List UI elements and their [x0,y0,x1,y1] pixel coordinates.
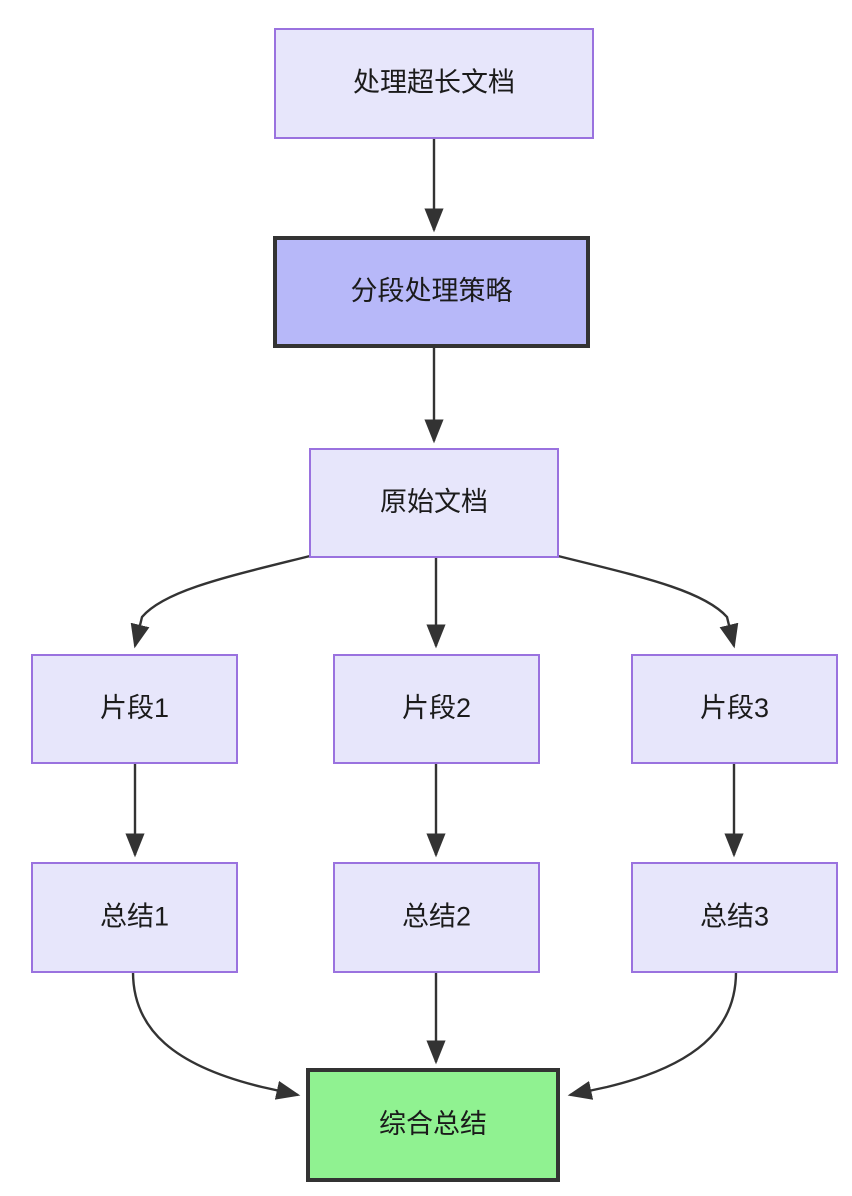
node-label-final: 综合总结 [379,1109,487,1139]
node-label-source: 原始文档 [380,487,488,517]
node-box-summary1[interactable] [31,862,238,973]
node-summary2[interactable]: 总结2 [333,862,540,973]
node-label-chunk2: 片段2 [402,693,471,723]
node-label-summary1: 总结1 [100,902,169,932]
node-box-doc[interactable] [274,28,594,139]
node-label-chunk3: 片段3 [700,693,769,723]
node-box-chunk2[interactable] [333,654,540,764]
node-box-summary3[interactable] [631,862,838,973]
node-chunk1[interactable]: 片段1 [31,654,238,764]
node-label-doc: 处理超长文档 [353,68,515,98]
node-strategy[interactable]: 分段处理策略 [273,236,590,348]
edges-layer [125,138,744,1100]
edge-summary3-final [567,971,738,1100]
node-label-summary3: 总结3 [700,902,769,932]
node-chunk2[interactable]: 片段2 [333,654,540,764]
edge-summary1-final [131,971,301,1100]
node-box-chunk1[interactable] [31,654,238,764]
edge-source-chunk3 [557,554,739,649]
node-label-summary2: 总结2 [402,902,471,932]
node-label-chunk1: 片段1 [100,693,169,723]
node-box-source[interactable] [309,448,559,558]
node-box-strategy[interactable] [273,236,590,348]
node-final[interactable]: 综合总结 [306,1068,560,1182]
node-box-final[interactable] [306,1068,560,1182]
node-doc[interactable]: 处理超长文档 [274,28,594,139]
node-label-strategy: 分段处理策略 [351,276,513,306]
node-box-summary2[interactable] [333,862,540,973]
edge-source-chunk1 [130,554,311,649]
node-chunk3[interactable]: 片段3 [631,654,838,764]
node-source[interactable]: 原始文档 [309,448,559,558]
node-summary3[interactable]: 总结3 [631,862,838,973]
node-summary1[interactable]: 总结1 [31,862,238,973]
node-box-chunk3[interactable] [631,654,838,764]
